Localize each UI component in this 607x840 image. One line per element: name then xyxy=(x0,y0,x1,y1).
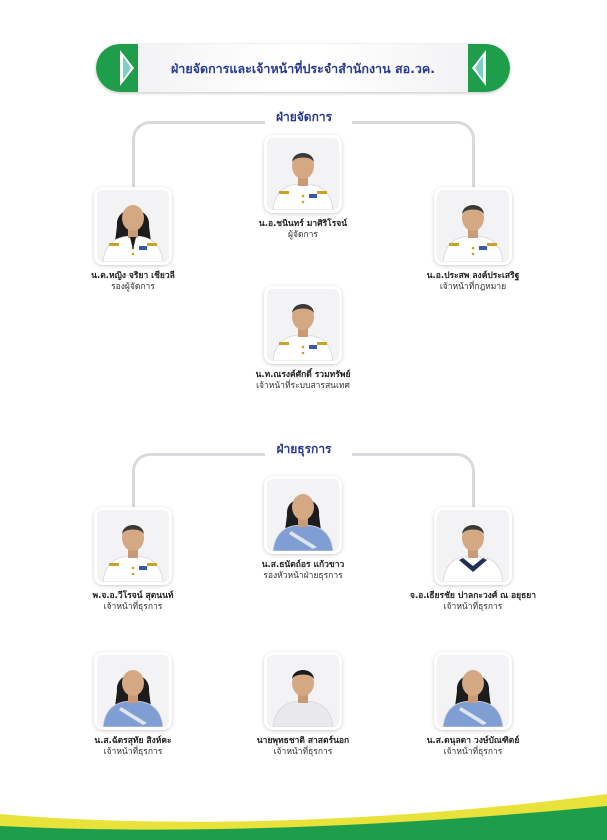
person-card: น.ส.ดนุลดา วงษ์บัณฑิตย์ เจ้าหน้าที่ธุรกา… xyxy=(393,655,553,758)
person-card: น.อ.ประสพ ลงค์ประเสริฐ เจ้าหน้าที่กฎหมาย xyxy=(393,190,553,293)
page-title: ฝ่ายจัดการและเจ้าหน้าที่ประจำสำนักงาน สอ… xyxy=(170,61,435,76)
person-photo xyxy=(97,655,169,727)
admin-connector-right xyxy=(352,453,475,516)
person-position: เจ้าหน้าที่ธุรการ xyxy=(443,747,503,757)
portrait-figure xyxy=(437,655,509,727)
person-card: น.ส.ฉัตรสุทัย สิงห์คะ เจ้าหน้าที่ธุรการ xyxy=(53,655,213,758)
portrait-figure xyxy=(97,190,169,262)
person-photo xyxy=(437,655,509,727)
person-name: น.ท.ณรงค์ศักดิ์ รวมทรัพย์ xyxy=(255,370,351,380)
person-position: เจ้าหน้าที่ระบบสารสนเทศ xyxy=(256,381,350,391)
person-card: น.ท.ณรงค์ศักดิ์ รวมทรัพย์ เจ้าหน้าที่ระบ… xyxy=(223,289,383,392)
person-name: น.อ.ประสพ ลงค์ประเสริฐ xyxy=(426,271,520,281)
person-card: น.อ.ชนินทร์ มาศิริโรจน์ ผู้จัดการ xyxy=(223,138,383,241)
portrait-figure xyxy=(267,655,339,727)
portrait-figure xyxy=(437,510,509,582)
portrait-figure xyxy=(97,655,169,727)
person-name: นายพุทธชาติ สาสตร์นอก xyxy=(256,736,350,746)
banner-right-decoration xyxy=(468,44,510,92)
person-photo xyxy=(267,289,339,361)
person-name: พ.จ.อ.วีโรจน์ สุดนนท์ xyxy=(92,591,174,601)
person-position: เจ้าหน้าที่กฎหมาย xyxy=(439,282,507,292)
person-name: น.ส.ดนุลดา วงษ์บัณฑิตย์ xyxy=(426,736,520,746)
person-photo xyxy=(97,190,169,262)
person-card: จ.อ.เธียรชัย ปาลกะวงศ์ ณ อยุธยา เจ้าหน้า… xyxy=(393,510,553,613)
person-photo xyxy=(437,190,509,262)
portrait-figure xyxy=(97,510,169,582)
person-name: จ.อ.เธียรชัย ปาลกะวงศ์ ณ อยุธยา xyxy=(409,591,537,601)
person-position: เจ้าหน้าที่ธุรการ xyxy=(103,747,163,757)
management-connector-right xyxy=(352,121,475,194)
section-title-management: ฝ่ายจัดการ xyxy=(269,108,339,127)
admin-connector-left xyxy=(132,453,265,516)
person-position: รองหัวหน้าฝ่ายธุรการ xyxy=(263,571,343,581)
person-card: น.ส.ธนัตถ์อร แก้วขาว รองหัวหน้าฝ่ายธุรกา… xyxy=(223,479,383,582)
person-position: เจ้าหน้าที่ธุรการ xyxy=(443,602,503,612)
person-position: ผู้จัดการ xyxy=(288,230,318,240)
person-name: น.อ.ชนินทร์ มาศิริโรจน์ xyxy=(258,219,348,229)
person-photo xyxy=(437,510,509,582)
portrait-figure xyxy=(437,190,509,262)
person-photo xyxy=(267,655,339,727)
portrait-figure xyxy=(267,479,339,551)
section-title-admin: ฝ่ายธุรการ xyxy=(270,440,338,459)
person-name: น.ต.หญิง จริยา เชียวลี xyxy=(91,271,175,281)
management-connector-left xyxy=(132,121,265,194)
person-position: รองผู้จัดการ xyxy=(111,282,155,292)
banner-left-decoration xyxy=(96,44,138,92)
portrait-figure xyxy=(267,138,339,210)
person-photo xyxy=(267,479,339,551)
person-photo xyxy=(267,138,339,210)
person-card: นายพุทธชาติ สาสตร์นอก เจ้าหน้าที่ธุรการ xyxy=(223,655,383,758)
person-photo xyxy=(97,510,169,582)
person-position: เจ้าหน้าที่ธุรการ xyxy=(103,602,163,612)
header-banner: ฝ่ายจัดการและเจ้าหน้าที่ประจำสำนักงาน สอ… xyxy=(96,44,510,92)
footer-wave-decoration xyxy=(0,794,607,840)
person-name: น.ส.ธนัตถ์อร แก้วขาว xyxy=(261,560,345,570)
portrait-figure xyxy=(267,289,339,361)
person-card: พ.จ.อ.วีโรจน์ สุดนนท์ เจ้าหน้าที่ธุรการ xyxy=(53,510,213,613)
person-card: น.ต.หญิง จริยา เชียวลี รองผู้จัดการ xyxy=(53,190,213,293)
person-name: น.ส.ฉัตรสุทัย สิงห์คะ xyxy=(94,736,172,746)
person-position: เจ้าหน้าที่ธุรการ xyxy=(273,747,333,757)
